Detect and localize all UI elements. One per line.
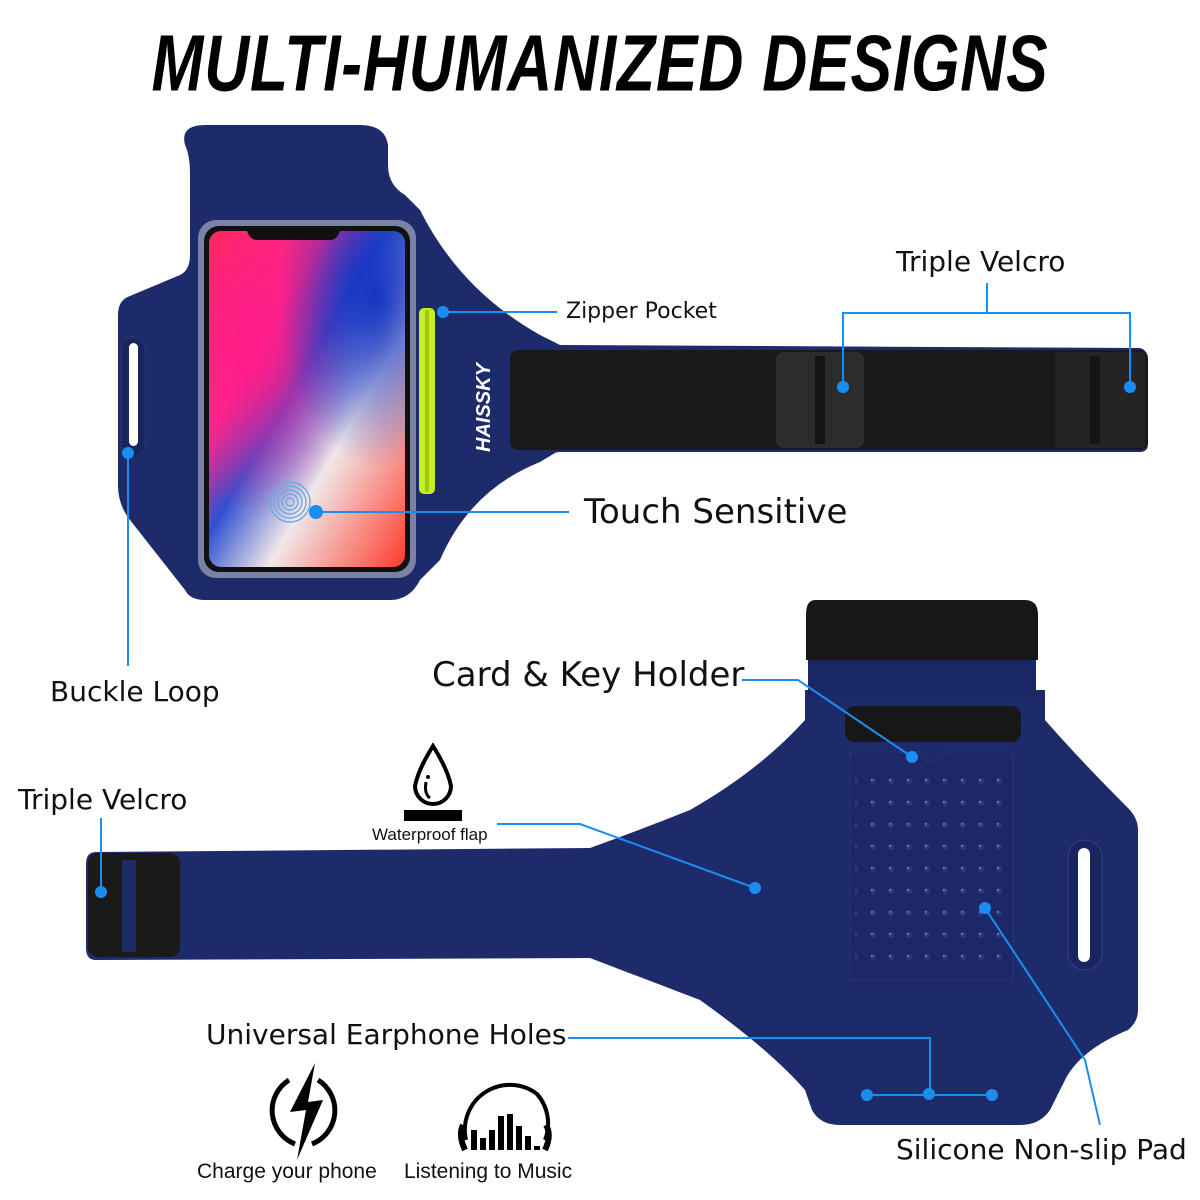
armband-back — [86, 600, 1138, 1125]
waterproof-flap-label: Waterproof flap — [372, 825, 488, 844]
zipper-pocket-label: Zipper Pocket — [566, 299, 717, 324]
card-key-holder-label: Card & Key Holder — [432, 655, 745, 695]
callout-lines — [100, 283, 1131, 1126]
fingerprint-icon — [269, 481, 311, 523]
callout-dots — [95, 306, 1136, 1101]
triple-velcro-top-label: Triple Velcro — [896, 245, 1066, 278]
feature-music-label: Listening to Music — [404, 1160, 573, 1183]
earphone-holes-label: Universal Earphone Holes — [206, 1018, 567, 1051]
triple-velcro-bottom-label: Triple Velcro — [18, 783, 188, 816]
water-drop-icon — [404, 742, 462, 821]
touch-sensitive-label: Touch Sensitive — [584, 492, 848, 532]
page-title: MULTI-HUMANIZED DESIGNS — [151, 19, 1049, 109]
silicone-pad-label: Silicone Non-slip Pad — [896, 1133, 1187, 1166]
headphones-equalizer-icon — [457, 1082, 552, 1152]
feature-charge-label: Charge your phone — [197, 1160, 377, 1183]
armband-front: HAISSKY — [118, 125, 1148, 600]
buckle-loop-label: Buckle Loop — [50, 675, 220, 708]
brand-logo: HAISSKY — [473, 361, 495, 452]
lightning-icon — [269, 1063, 338, 1160]
